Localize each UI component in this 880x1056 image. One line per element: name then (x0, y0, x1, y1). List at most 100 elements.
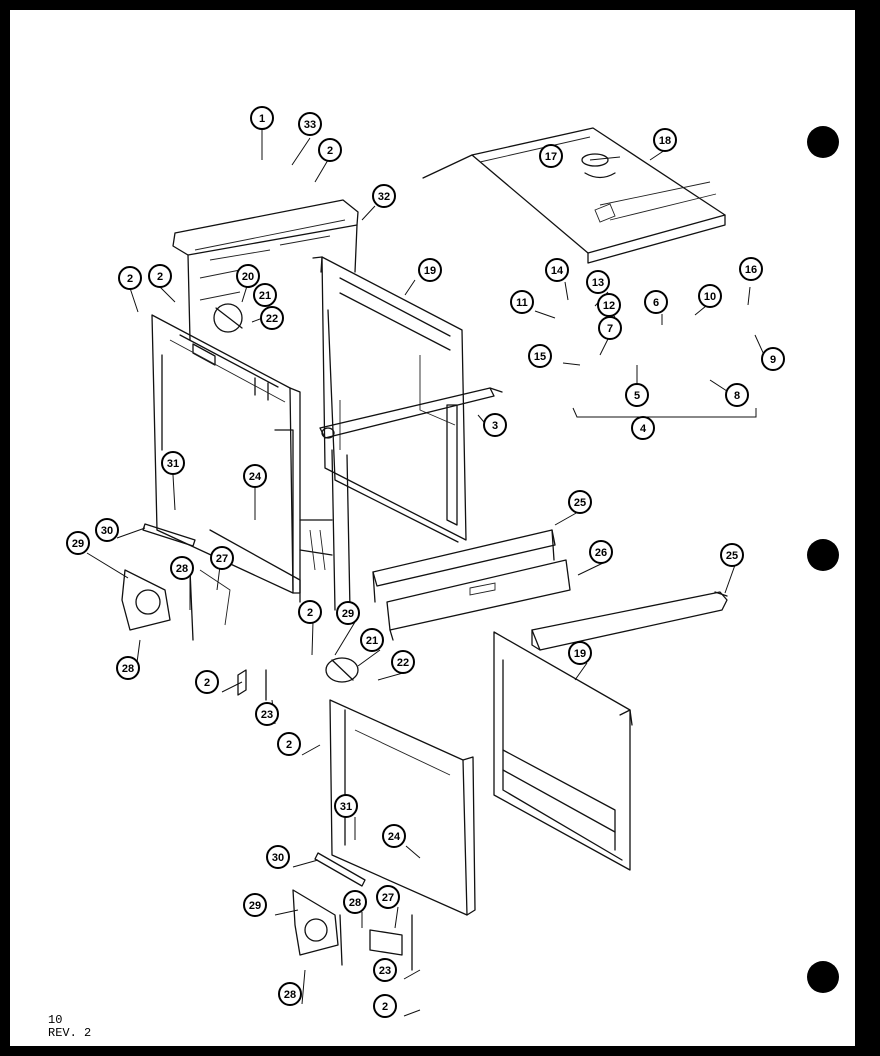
callout-5: 5 (625, 383, 649, 407)
callout-10-label: 10 (704, 291, 716, 303)
callout-33-label: 33 (304, 119, 316, 131)
callout-30-upper-label: 30 (101, 525, 113, 537)
callout-24-upper: 24 (243, 464, 267, 488)
callout-2-e-label: 2 (204, 677, 210, 689)
callout-22-upper-label: 22 (266, 313, 278, 325)
callout-2-d-label: 2 (307, 607, 313, 619)
callout-4-label: 4 (640, 423, 647, 435)
callout-27-lower: 27 (376, 885, 400, 909)
part-kick-strip (372, 529, 571, 641)
part-hinge-rod-lower (314, 852, 366, 887)
callout-13-label: 13 (592, 277, 604, 289)
binder-hole-top (807, 126, 839, 158)
callout-28-lower-b-label: 28 (284, 989, 296, 1001)
callout-14: 14 (545, 258, 569, 282)
callout-9: 9 (761, 347, 785, 371)
callout-11-label: 11 (516, 297, 528, 309)
callout-26: 26 (589, 540, 613, 564)
callout-19-lower: 19 (568, 641, 592, 665)
callout-6: 6 (644, 290, 668, 314)
callout-16-label: 16 (745, 264, 757, 276)
callout-2-g-label: 2 (382, 1001, 388, 1013)
callout-25-front: 25 (568, 490, 592, 514)
callout-2-b-label: 2 (127, 273, 133, 285)
callout-24-lower-label: 24 (388, 831, 401, 843)
drawing-sheet: 1 33 2 32 17 18 19 2 2 20 21 22 14 13 11… (10, 10, 855, 1046)
callout-31-upper-label: 31 (167, 458, 179, 470)
callout-4: 4 (631, 416, 655, 440)
page-footer: 10 REV. 2 (48, 1014, 91, 1040)
callout-29-middle-label: 29 (342, 608, 354, 620)
callout-31-upper: 31 (161, 451, 185, 475)
callout-13: 13 (586, 270, 610, 294)
callout-25-rail: 25 (720, 543, 744, 567)
part-rear-top-panel (172, 199, 359, 341)
callout-26-label: 26 (595, 547, 607, 559)
callout-31-lower-label: 31 (340, 801, 352, 813)
callout-28-upper-a-label: 28 (176, 563, 188, 575)
callout-1: 1 (250, 106, 274, 130)
callout-17: 17 (539, 144, 563, 168)
callout-2-f: 2 (277, 732, 301, 756)
callout-30-upper: 30 (95, 518, 119, 542)
callout-21-lower: 21 (360, 628, 384, 652)
callout-29-middle: 29 (336, 601, 360, 625)
callout-6-label: 6 (653, 297, 659, 309)
callout-15: 15 (528, 344, 552, 368)
callout-8-label: 8 (734, 390, 740, 402)
part-side-panel-lower (493, 631, 633, 871)
callout-20-label: 20 (242, 271, 254, 283)
callout-10: 10 (698, 284, 722, 308)
callout-2-d: 2 (298, 600, 322, 624)
callout-19-lower-label: 19 (574, 648, 586, 660)
callout-28-lower-a: 28 (343, 890, 367, 914)
part-cross-brace (319, 387, 503, 439)
callout-29-upper: 29 (66, 531, 90, 555)
callout-9-label: 9 (770, 354, 776, 366)
page-number: 10 (48, 1013, 63, 1027)
callout-7: 7 (598, 316, 622, 340)
part-lower-door-frame (325, 657, 476, 916)
callout-19-upper: 19 (418, 258, 442, 282)
callout-23-lower-label: 23 (379, 965, 391, 977)
callout-31-lower: 31 (334, 794, 358, 818)
binder-hole-bottom (807, 961, 839, 993)
part-cavity-posts (299, 449, 351, 611)
callout-33: 33 (298, 112, 322, 136)
callout-2-b: 2 (118, 266, 142, 290)
part-gasket-ring-upper (213, 303, 243, 333)
callout-27-lower-label: 27 (382, 892, 394, 904)
callout-2-g: 2 (373, 994, 397, 1018)
callout-22-upper: 22 (260, 306, 284, 330)
callout-22-lower-label: 22 (397, 657, 409, 669)
part-upper-door-frame (151, 314, 301, 603)
callout-30-lower-label: 30 (272, 852, 284, 864)
callout-23-upper: 23 (255, 702, 279, 726)
callout-29-lower-label: 29 (249, 900, 261, 912)
part-long-rail (531, 591, 728, 651)
page-revision: REV. 2 (48, 1026, 92, 1040)
part-hinge-bracket-upper (121, 569, 231, 641)
part-side-panel-upper (312, 256, 467, 543)
callout-24-lower: 24 (382, 824, 406, 848)
callout-24-upper-label: 24 (249, 471, 262, 483)
callout-5-label: 5 (634, 390, 640, 402)
callout-21-upper-label: 21 (259, 290, 271, 302)
callout-27-upper-label: 27 (216, 553, 228, 565)
callout-7-label: 7 (607, 323, 613, 335)
callout-28-lower-a-label: 28 (349, 897, 361, 909)
callout-11: 11 (510, 290, 534, 314)
exploded-parts-diagram: 1 33 2 32 17 18 19 2 2 20 21 22 14 13 11… (66, 106, 839, 1018)
part-bracket-23-upper (237, 669, 267, 701)
callout-23-lower: 23 (373, 958, 397, 982)
callout-1-label: 1 (259, 113, 265, 125)
callout-8: 8 (725, 383, 749, 407)
callout-29-lower: 29 (243, 893, 267, 917)
part-bracket-27-lower (369, 914, 413, 971)
callout-28-upper-b-label: 28 (122, 663, 134, 675)
callout-2-a-label: 2 (327, 145, 333, 157)
callout-21-lower-label: 21 (366, 635, 378, 647)
callout-23-upper-label: 23 (261, 709, 273, 721)
callout-25-front-label: 25 (574, 497, 586, 509)
callout-21-upper: 21 (253, 283, 277, 307)
